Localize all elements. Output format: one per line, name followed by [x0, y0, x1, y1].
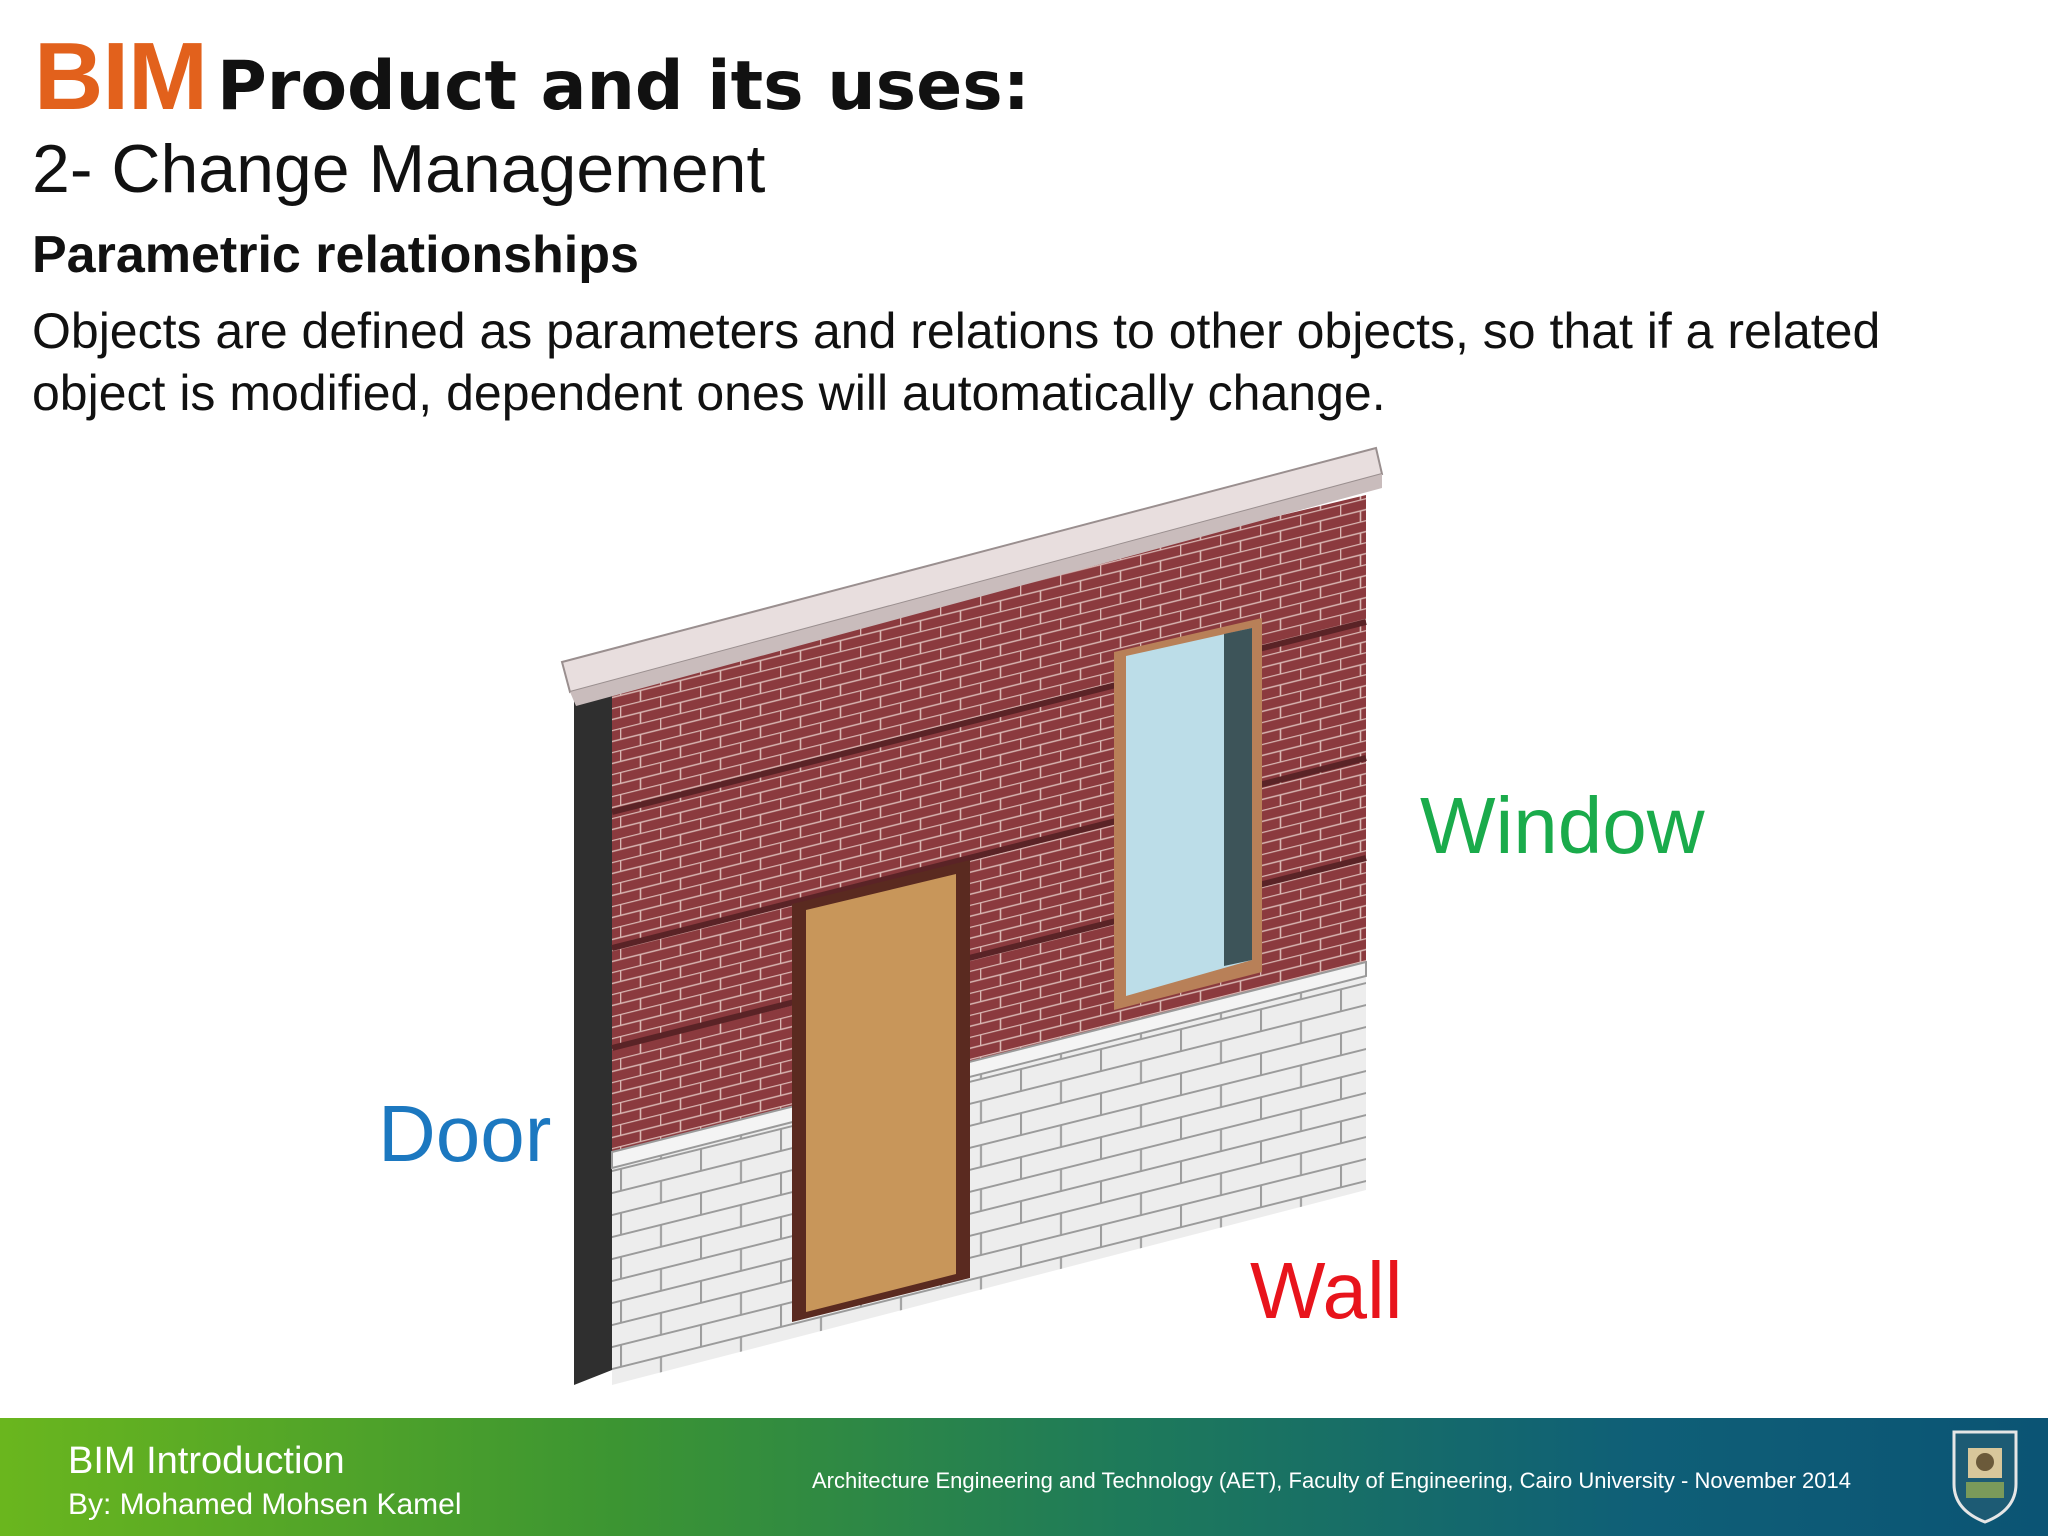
- footer-affiliation: Architecture Engineering and Technology …: [812, 1468, 1851, 1493]
- title-text: Product and its uses:: [216, 47, 1030, 126]
- footer-course-title: BIM Introduction: [68, 1440, 345, 1482]
- window-object: [1114, 618, 1262, 1010]
- slide-subtitle: 2- Change Management: [32, 131, 766, 207]
- door-object: [792, 860, 970, 1322]
- footer-author: By: Mohamed Mohsen Kamel: [68, 1488, 462, 1521]
- wall-label: Wall: [1250, 1246, 1403, 1335]
- university-crest-icon: [1952, 1430, 2018, 1524]
- window-label: Window: [1420, 781, 1705, 870]
- wall-side-face: [574, 676, 612, 1385]
- section-heading: Parametric relationships: [32, 226, 639, 284]
- wall-illustration: [560, 446, 1384, 1385]
- body-paragraph: Objects are defined as parameters and re…: [32, 303, 1881, 421]
- door-label: Door: [378, 1089, 552, 1178]
- title-accent-word: BIM: [34, 23, 208, 130]
- slide-footer: BIM Introduction By: Mohamed Mohsen Kame…: [0, 1418, 2048, 1536]
